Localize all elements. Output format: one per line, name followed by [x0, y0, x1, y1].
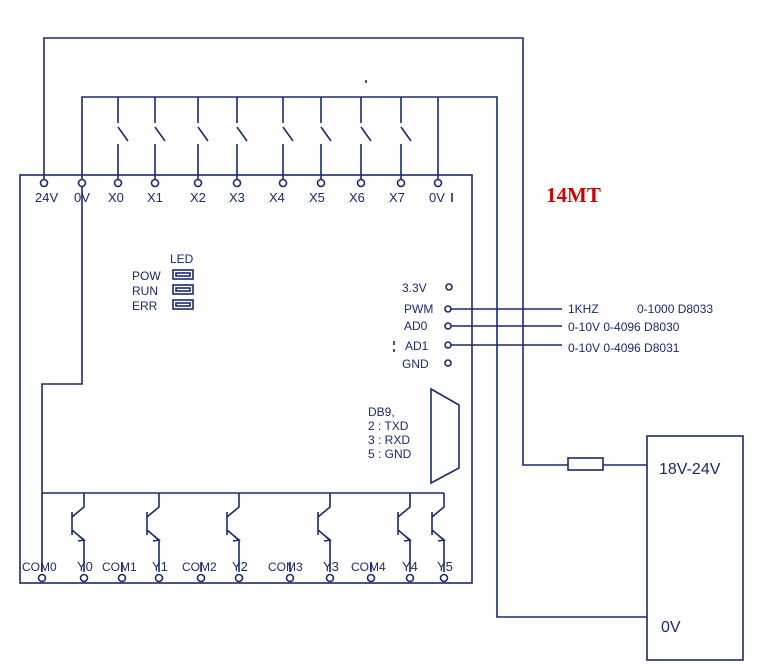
bottom-terminal-label: COM2 [182, 560, 217, 574]
top-terminal-label: X1 [147, 190, 163, 205]
db9-connector-icon [430, 387, 460, 485]
terminal-ad1 [444, 341, 452, 349]
pwm-range-note: 0-1000 D8033 [637, 302, 713, 316]
transistor-y1-icon [146, 493, 161, 572]
top-terminal-label: X4 [269, 190, 285, 205]
model-title: 14MT [546, 183, 601, 207]
transistor-y4-icon [397, 493, 412, 572]
switch-x0-icon [117, 97, 129, 183]
top-terminal-label: 0V [74, 190, 90, 205]
switch-x4-icon [282, 97, 294, 183]
wire-24v-feed [43, 37, 568, 466]
led-err-icon [172, 299, 194, 310]
transistor-y5-icon [431, 493, 446, 572]
db9-pin-gnd: 5 : GND [368, 447, 412, 461]
top-terminal-label: X0 [108, 190, 124, 205]
analog-label-ad1: AD1 [405, 339, 429, 353]
bottom-terminal-label: Y5 [437, 559, 453, 574]
plc-body [19, 174, 473, 584]
bottom-terminal-label: COM0 [22, 560, 57, 574]
led-label-err: ERR [132, 299, 158, 313]
db9-pin-txd: 2 : TXD [368, 419, 409, 433]
top-terminal-label: X2 [190, 190, 206, 205]
bottom-terminal-label: Y1 [152, 559, 168, 574]
led-pow-icon [172, 269, 194, 280]
top-terminal-label: X5 [309, 190, 325, 205]
top-terminal-label: 24V [35, 190, 58, 205]
bottom-terminal-label: Y2 [232, 559, 248, 574]
top-terminal-label: 0V [429, 190, 445, 205]
transistor-y3-icon [317, 493, 332, 572]
db9-title: DB9, [368, 405, 395, 419]
analog-label-3v3: 3.3V [402, 281, 427, 295]
psu-label-bottom: 0V [661, 619, 681, 636]
db9-pin-rxd: 3 : RXD [368, 433, 410, 447]
wire-0v-internal [41, 183, 444, 494]
led-label-pow: POW [132, 269, 161, 283]
bottom-terminal-label: COM4 [351, 560, 386, 574]
switch-x2-icon [197, 97, 209, 183]
power-supply-box [646, 435, 744, 661]
bottom-terminal-label: Y0 [77, 559, 93, 574]
top-terminal-circles [39, 178, 443, 188]
led-title: LED [170, 252, 194, 266]
ad1-note: 0-10V 0-4096 D8031 [568, 341, 680, 355]
top-terminal-label: X3 [229, 190, 245, 205]
input-switches [117, 97, 412, 183]
switch-x6-icon [360, 97, 372, 183]
bottom-terminal-label: Y3 [323, 559, 339, 574]
switch-x5-icon [320, 97, 332, 183]
pwm-freq-note: 1KHZ [568, 302, 599, 316]
psu-label-top: 18V-24V [659, 461, 721, 478]
terminal-ad0 [444, 322, 452, 330]
transistor-y0-icon [41, 493, 86, 572]
analog-label-pwm: PWM [404, 302, 433, 316]
led-run-inner [175, 287, 191, 292]
fuse-icon [567, 457, 604, 471]
bottom-terminal-circles [37, 573, 449, 583]
switch-x3-icon [236, 97, 248, 183]
led-label-run: RUN [132, 284, 158, 298]
transistor-y2-icon [226, 493, 241, 572]
terminal-gnd [444, 359, 452, 367]
led-pow-inner [175, 272, 191, 277]
led-run-icon [172, 284, 194, 295]
terminal-pwm [444, 305, 452, 313]
switch-x7-icon [400, 97, 412, 183]
top-terminal-label: X7 [389, 190, 405, 205]
output-transistors [41, 493, 446, 572]
analog-label-gnd: GND [402, 357, 429, 371]
ad0-note: 0-10V 0-4096 D8030 [568, 320, 680, 334]
wire-common-bus [81, 96, 647, 618]
terminal-3v3 [445, 283, 453, 291]
switch-x1-icon [154, 97, 166, 183]
top-terminal-label: X6 [349, 190, 365, 205]
bottom-terminal-label: COM1 [102, 560, 137, 574]
bottom-terminal-label: Y4 [402, 559, 418, 574]
analog-label-ad0: AD0 [404, 319, 428, 333]
bottom-terminal-label: COM3 [268, 560, 303, 574]
led-err-inner [175, 302, 191, 307]
